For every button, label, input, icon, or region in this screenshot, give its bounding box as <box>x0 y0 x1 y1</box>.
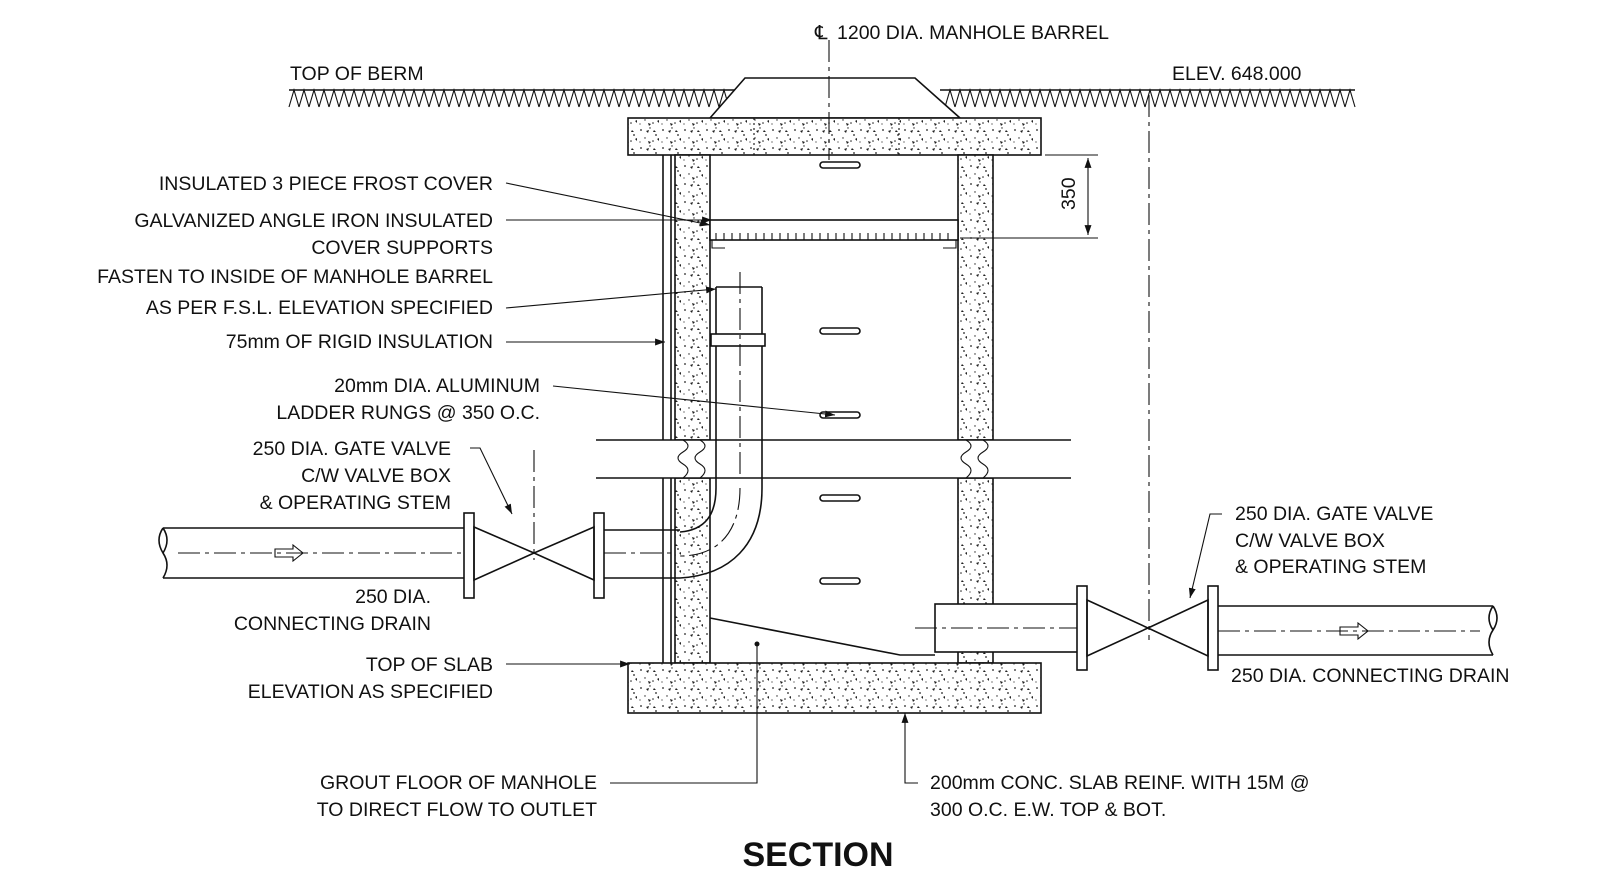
rigid-insulation-label: 75mm OF RIGID INSULATION <box>226 331 493 353</box>
top-of-slab-label-2: ELEVATION AS SPECIFIED <box>248 681 493 703</box>
fasten-label-2: AS PER F.S.L. ELEVATION SPECIFIED <box>146 297 493 319</box>
top-slab <box>627 117 1042 156</box>
dimension-350 <box>960 154 1098 239</box>
leader-lines <box>470 182 1222 784</box>
ladder-label-2: LADDER RUNGS @ 350 O.C. <box>276 402 540 424</box>
gate-valve-left-label-2: C/W VALVE BOX <box>301 465 451 487</box>
rigid-insulation <box>662 155 672 663</box>
fasten-label-1: FASTEN TO INSIDE OF MANHOLE BARREL <box>97 266 493 288</box>
angle-iron-label-1: GALVANIZED ANGLE IRON INSULATED <box>134 210 493 232</box>
ladder-label-1: 20mm DIA. ALUMINUM <box>334 375 540 397</box>
top-of-slab-label-1: TOP OF SLAB <box>366 654 493 676</box>
right-gate-valve <box>1076 585 1219 671</box>
gate-valve-right-label-3: & OPERATING STEM <box>1235 556 1426 578</box>
grout-label-1: GROUT FLOOR OF MANHOLE <box>320 772 597 794</box>
frost-cover <box>709 219 959 249</box>
slab-label-2: 300 O.C. E.W. TOP & BOT. <box>930 799 1166 821</box>
elevation-label: ELEV. 648.000 <box>1172 63 1302 85</box>
drain-left-label-2: CONNECTING DRAIN <box>234 613 431 635</box>
grout-label-2: TO DIRECT FLOW TO OUTLET <box>317 799 597 821</box>
slab-label-1: 200mm CONC. SLAB REINF. WITH 15M @ <box>930 772 1310 794</box>
angle-iron-label-2: COVER SUPPORTS <box>311 237 493 259</box>
ground-berm <box>288 88 1356 108</box>
dimension-350-label: 350 <box>1058 177 1080 210</box>
berm-hatch-left <box>288 88 730 108</box>
bottom-slab <box>627 662 1042 714</box>
left-gate-valve <box>463 512 605 599</box>
gate-valve-right-label-2: C/W VALVE BOX <box>1235 530 1385 552</box>
centerline-label: 1200 DIA. MANHOLE BARREL <box>837 22 1109 44</box>
gate-valve-left-label-3: & OPERATING STEM <box>260 492 451 514</box>
centerline-symbol: ℄ <box>814 22 828 44</box>
drain-right-label: 250 DIA. CONNECTING DRAIN <box>1231 665 1509 687</box>
flow-arrow-left <box>274 543 304 563</box>
gate-valve-left-label-1: 250 DIA. GATE VALVE <box>253 438 451 460</box>
flow-arrow-right <box>1339 621 1369 641</box>
grout-floor <box>709 617 935 656</box>
drain-left-label-1: 250 DIA. <box>355 586 431 608</box>
manhole-frame <box>708 77 963 119</box>
left-inlet-pipe <box>158 527 680 579</box>
frost-cover-label: INSULATED 3 PIECE FROST COVER <box>159 173 493 195</box>
riser-pipe <box>679 272 766 579</box>
crossing-pipe <box>596 439 1071 479</box>
top-of-berm-label: TOP OF BERM <box>290 63 424 85</box>
section-title: SECTION <box>742 836 893 869</box>
gate-valve-right-label-1: 250 DIA. GATE VALVE <box>1235 503 1433 525</box>
berm-hatch-right <box>944 88 1356 108</box>
right-outlet-pipe <box>915 603 1498 656</box>
